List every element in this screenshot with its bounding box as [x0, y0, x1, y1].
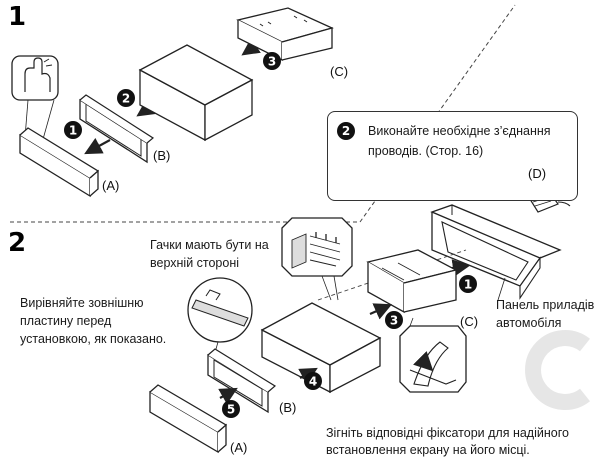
mounting-sleeve-C-step1: [236, 7, 334, 62]
hooks-note-line2: верхній стороні: [150, 256, 240, 270]
svg-text:1: 1: [464, 278, 472, 292]
marker-3-step2: 3: [385, 311, 403, 329]
bend-note-line2: встановлення екрану на його місці.: [326, 443, 530, 457]
label-C-step2: (C): [460, 314, 479, 329]
hooks-note-line1: Гачки мають бути на: [150, 238, 269, 252]
callout-text-line1: Виконайте необхідне з’єднання: [368, 124, 551, 138]
trim-plate-B-step1: [79, 94, 155, 164]
svg-text:3: 3: [268, 55, 276, 69]
marker-1-step2: 1: [459, 275, 477, 293]
step-number-2: 2: [8, 228, 27, 258]
align-note-line3: установкою, як показано.: [20, 332, 167, 346]
bend-tab-inset: [399, 317, 467, 393]
main-unit-step2: [260, 302, 382, 394]
main-unit-step1: [138, 44, 254, 142]
finger-press-inset: [11, 55, 59, 151]
mounting-sleeve-C-step2: [366, 249, 458, 314]
hooks-orientation-inset: [187, 277, 253, 357]
arrow-3-step2: [369, 303, 393, 320]
svg-text:2: 2: [122, 92, 130, 106]
align-note-line1: Вирівняйте зовнішню: [20, 296, 144, 310]
svg-text:1: 1: [69, 124, 77, 138]
trim-plate-B-step2: [207, 348, 277, 414]
svg-text:5: 5: [227, 403, 235, 417]
hook-detail-inset: [281, 217, 353, 301]
align-note-line2: пластину перед: [20, 314, 112, 328]
label-C-step1: (C): [330, 64, 349, 79]
arrow-1-step1: [84, 137, 111, 155]
marker-4-step2: 4: [304, 372, 322, 390]
label-B-step2: (B): [279, 400, 297, 415]
svg-text:4: 4: [309, 375, 317, 389]
arrow-4-step2: [298, 367, 318, 385]
step-divider-line: [10, 4, 516, 223]
arrow-5-step2: [218, 387, 238, 405]
leader-dashboard: [497, 277, 506, 301]
dashboard-note-line2: автомобіля: [496, 316, 562, 330]
label-A-step1: (A): [102, 178, 120, 193]
faceplate-A-step1: [19, 127, 100, 198]
dashboard-panel: [430, 204, 562, 300]
label-B-step1: (B): [153, 148, 171, 163]
marker-3-step1: 3: [263, 52, 281, 70]
callout-text-line2: проводів. (Стор. 16): [368, 144, 484, 158]
marker-1-step1: 1: [64, 121, 82, 139]
bend-note-line1: Зігніть відповідні фіксатори для надійно…: [326, 426, 569, 440]
dashboard-note-line1: Панель приладів: [496, 298, 595, 312]
marker-2-step1: 2: [117, 89, 135, 107]
svg-text:3: 3: [390, 314, 398, 328]
watermark-shape: [525, 330, 590, 410]
marker-5-step2: 5: [222, 400, 240, 418]
faceplate-A-step2: [149, 384, 228, 454]
label-A-step2: (A): [230, 440, 248, 455]
wiring-callout-box: [327, 111, 578, 201]
callout-marker-2: 2: [337, 122, 355, 140]
step-number-1: 1: [8, 2, 27, 32]
label-D: (D): [528, 166, 547, 181]
